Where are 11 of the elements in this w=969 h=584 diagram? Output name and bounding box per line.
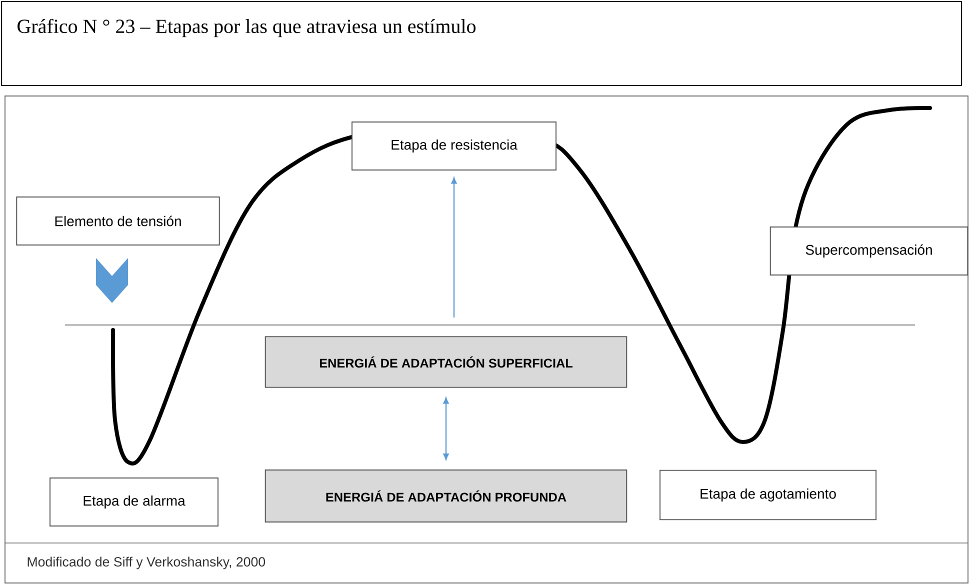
title-box: Gráfico N ° 23 – Etapas por las que atraviesa un estímulo (1, 1, 962, 86)
stage-box: Etapa de agotamiento (660, 470, 876, 520)
energy-box: ENERGIÁ DE ADAPTACIÓN SUPERFICIAL (264, 336, 628, 388)
energy-box: ENERGIÁ DE ADAPTACIÓN PROFUNDA (264, 470, 628, 522)
arrow (451, 177, 457, 318)
stage-box: Elemento de tensión (16, 196, 220, 246)
stage-box: Etapa de resistencia (352, 122, 556, 170)
stage-box: Etapa de alarma (50, 478, 218, 526)
arrow (443, 397, 449, 460)
source-note: Modificado de Siff y Verkoshansky, 2000 (28, 556, 266, 570)
stage-box: Supercompensación (770, 226, 968, 276)
